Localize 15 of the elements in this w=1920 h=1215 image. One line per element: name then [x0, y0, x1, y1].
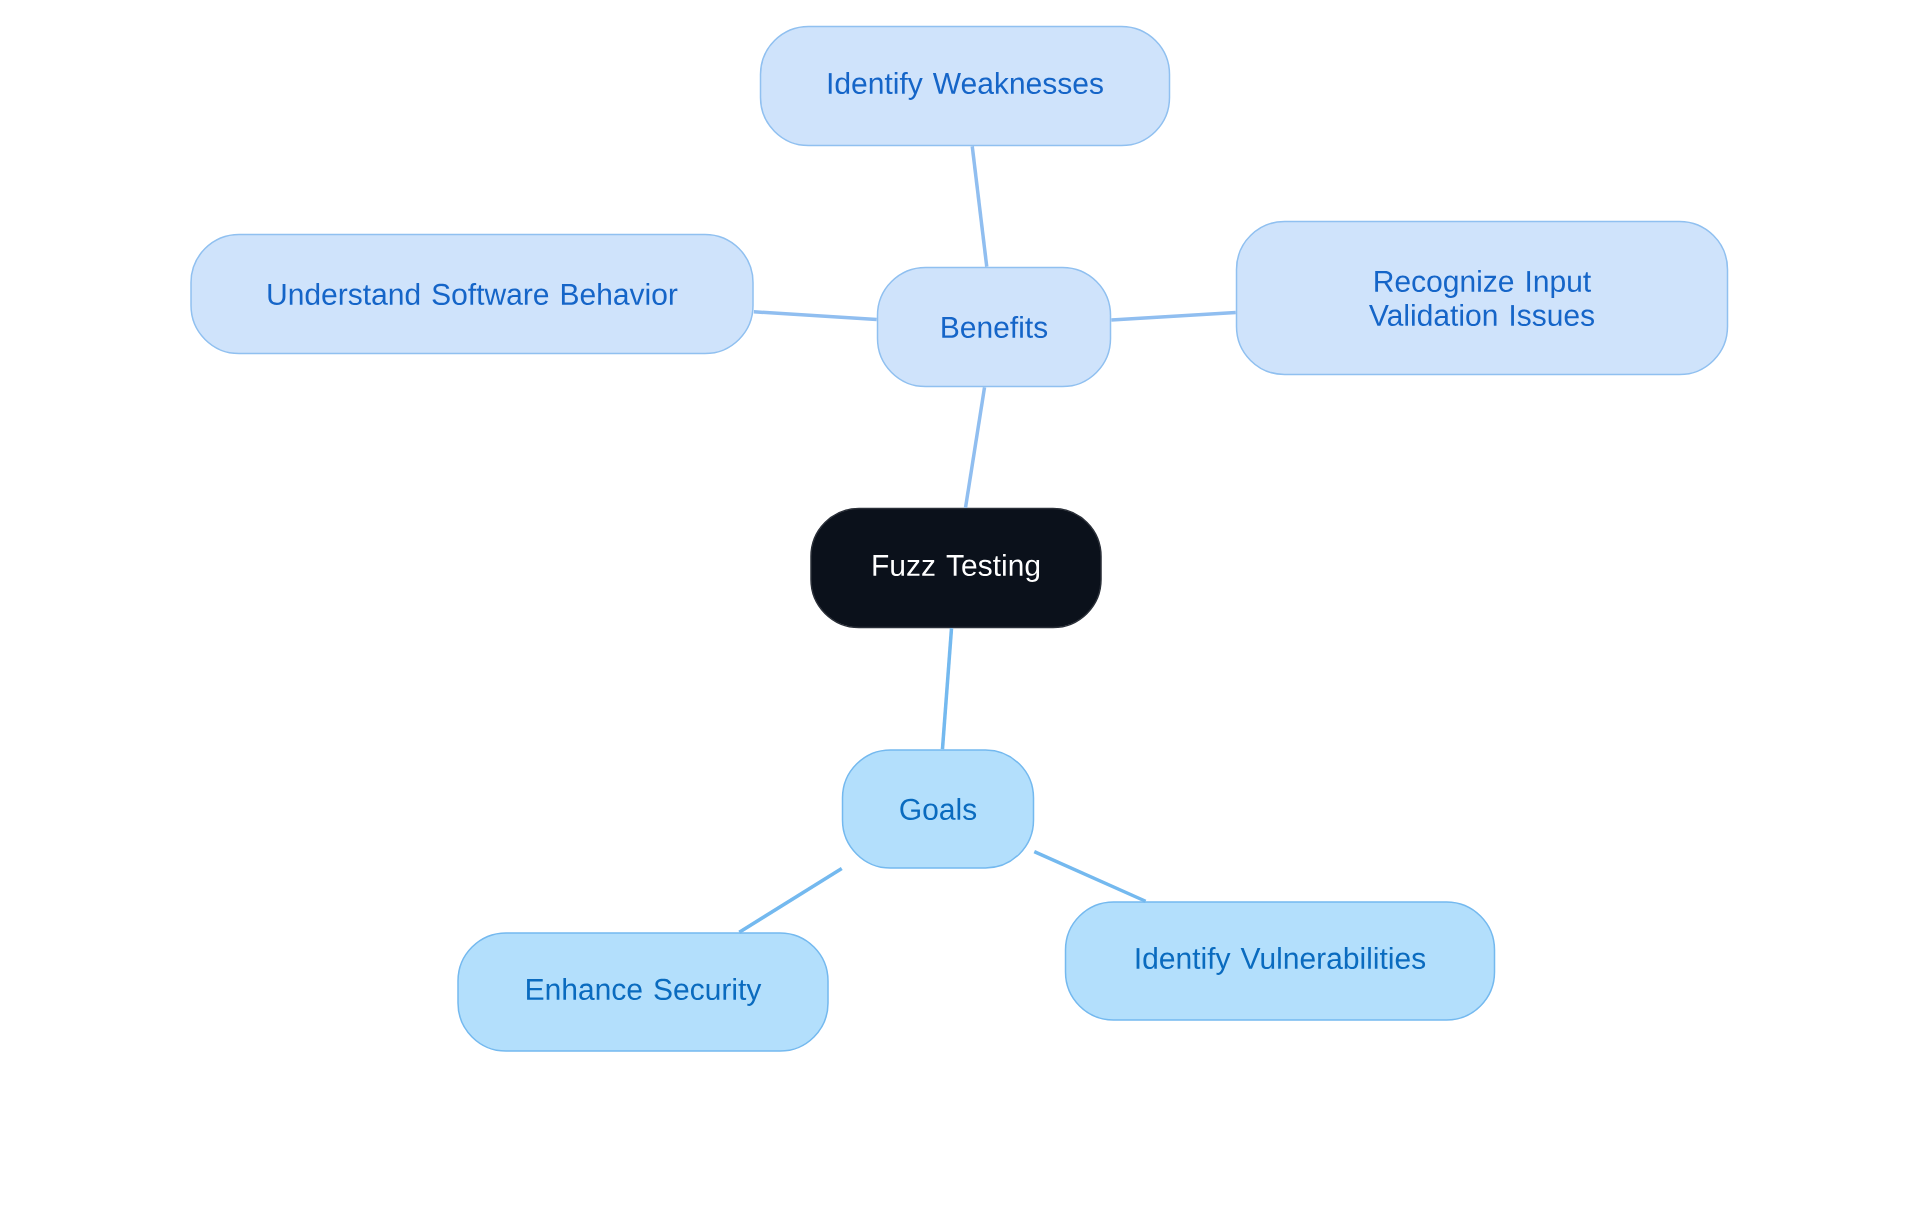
topic-box: Benefits [876, 266, 1112, 388]
connector-line [963, 386, 987, 509]
topic-box: Understand Software Behavior [190, 233, 754, 355]
topic-box: Goals [841, 749, 1035, 869]
connector-line [738, 867, 843, 934]
connector-line [1111, 310, 1236, 322]
topic-box: Identify Weaknesses [759, 25, 1171, 147]
topic-box: Enhance Security [457, 932, 829, 1052]
connector-line [753, 310, 877, 322]
topic-box: Identify Vulnerabilities [1064, 901, 1496, 1021]
topic-box: Recognize Input Validation Issues [1235, 220, 1729, 376]
connector-line [970, 146, 989, 267]
connector-line [1033, 850, 1147, 903]
connector-line [940, 628, 954, 750]
topic-box: Fuzz Testing [810, 507, 1102, 629]
